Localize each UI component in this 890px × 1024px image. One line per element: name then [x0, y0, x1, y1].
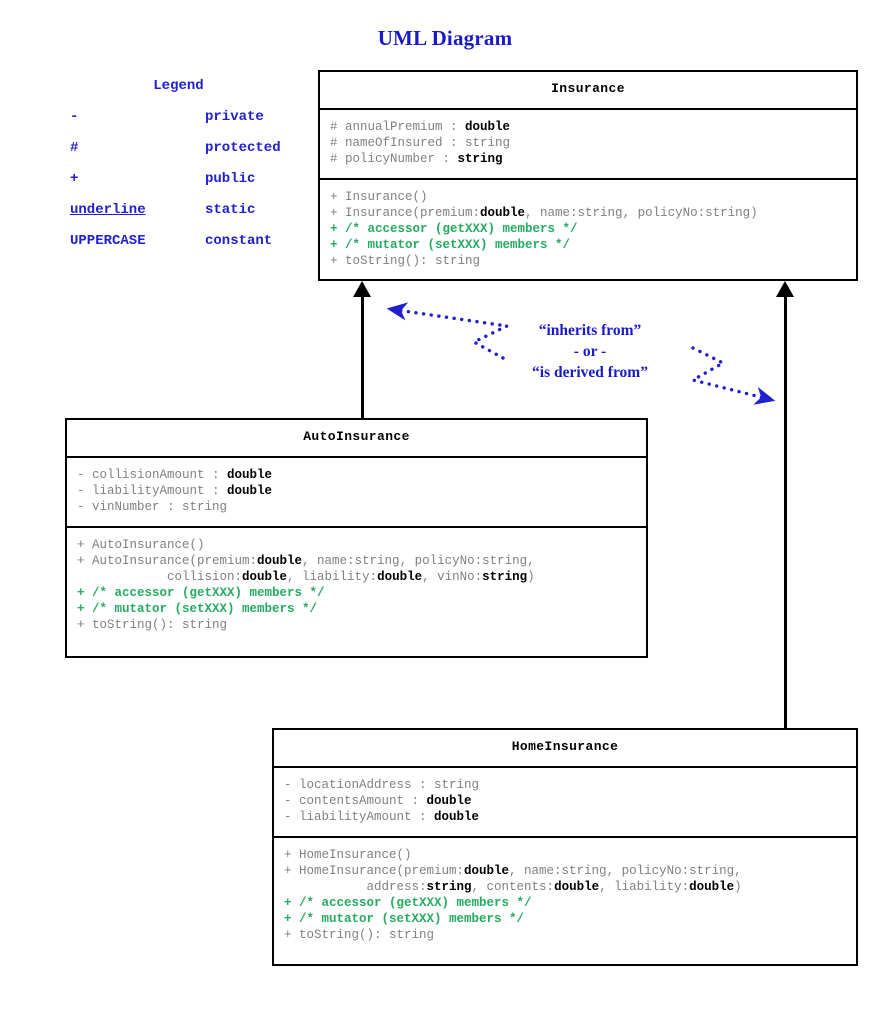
annotation-line-1: “inherits from”	[538, 322, 642, 339]
legend-row-private: - private	[70, 109, 305, 126]
legend-row-public: + public	[70, 171, 305, 188]
uml-class-name-homeinsurance: HomeInsurance	[274, 730, 856, 768]
legend: Legend - private # protected + public un…	[70, 78, 305, 264]
page-title: UML Diagram	[377, 26, 513, 50]
inheritance-line-home	[784, 296, 787, 730]
legend-meaning-static: static	[205, 202, 256, 218]
uml-attribute-row: # nameOfInsured : string	[330, 136, 511, 150]
uml-operation-row: collision:double, liability:double, vinN…	[77, 570, 535, 584]
legend-meaning-constant: constant	[205, 233, 273, 249]
uml-attribute-row: - contentsAmount : double	[284, 794, 472, 808]
annotation-line-3: “is derived from”	[532, 364, 648, 381]
uml-operation-row: + HomeInsurance(premium:double, name:str…	[284, 864, 742, 878]
legend-row-protected: # protected	[70, 140, 305, 157]
legend-title: Legend	[153, 78, 204, 94]
uml-operation-row: + /* accessor (getXXX) members */	[330, 222, 578, 236]
uml-operation-row: + HomeInsurance()	[284, 848, 412, 862]
uml-attribute-row: - liabilityAmount : double	[77, 484, 273, 498]
uml-operations-insurance: + Insurance() + Insurance(premium:double,…	[320, 180, 856, 279]
legend-row-constant: UPPERCASE constant	[70, 233, 305, 250]
uml-attribute-row: - collisionAmount : double	[77, 468, 273, 482]
uml-attributes-insurance: # annualPremium : double # nameOfInsured …	[320, 110, 856, 180]
inheritance-line-auto	[361, 296, 364, 420]
uml-operation-row: + toString(): string	[284, 928, 435, 942]
legend-symbol-constant: UPPERCASE	[70, 233, 146, 249]
uml-operation-row: + AutoInsurance(premium:double, name:str…	[77, 554, 535, 568]
uml-operation-row: + Insurance(premium:double, name:string,…	[330, 206, 758, 220]
inheritance-annotation: “inherits from” - or - “is derived from”	[490, 320, 690, 383]
uml-attribute-row: # policyNumber : string	[330, 152, 503, 166]
legend-symbol-static: underline	[70, 202, 146, 218]
legend-symbol-protected: #	[70, 140, 79, 156]
annotation-line-2: - or -	[573, 343, 607, 360]
uml-operation-row: + Insurance()	[330, 190, 428, 204]
uml-operation-row: + /* accessor (getXXX) members */	[284, 896, 532, 910]
uml-operation-row: + /* mutator (setXXX) members */	[284, 912, 525, 926]
uml-operations-autoinsurance: + AutoInsurance() + AutoInsurance(premium…	[67, 528, 646, 643]
dotted-arrow-right	[688, 346, 776, 405]
legend-meaning-public: public	[205, 171, 256, 187]
uml-class-name-insurance: Insurance	[320, 72, 856, 110]
legend-meaning-private: private	[205, 109, 264, 125]
uml-operation-row: address:string, contents:double, liabili…	[284, 880, 742, 894]
uml-attribute-row: - vinNumber : string	[77, 500, 228, 514]
uml-operation-row: + /* accessor (getXXX) members */	[77, 586, 325, 600]
uml-operation-row: + /* mutator (setXXX) members */	[330, 238, 571, 252]
uml-attributes-autoinsurance: - collisionAmount : double - liabilityAmo…	[67, 458, 646, 528]
uml-class-homeinsurance[interactable]: HomeInsurance - locationAddress : string…	[272, 728, 858, 966]
uml-attributes-homeinsurance: - locationAddress : string - contentsAmou…	[274, 768, 856, 838]
inheritance-arrowhead-auto	[353, 281, 371, 297]
legend-row-static: underline static	[70, 202, 305, 219]
uml-operation-row: + toString(): string	[330, 254, 481, 268]
uml-operation-row: + toString(): string	[77, 618, 228, 632]
uml-attribute-row: - liabilityAmount : double	[284, 810, 480, 824]
uml-operation-row: + /* mutator (setXXX) members */	[77, 602, 318, 616]
legend-meaning-protected: protected	[205, 140, 281, 156]
uml-class-autoinsurance[interactable]: AutoInsurance - collisionAmount : double…	[65, 418, 648, 658]
uml-attribute-row: # annualPremium : double	[330, 120, 511, 134]
inheritance-arrowhead-home	[776, 281, 794, 297]
uml-class-name-autoinsurance: AutoInsurance	[67, 420, 646, 458]
uml-operations-homeinsurance: + HomeInsurance() + HomeInsurance(premium…	[274, 838, 856, 953]
uml-class-insurance[interactable]: Insurance # annualPremium : double # name…	[318, 70, 858, 281]
legend-symbol-public: +	[70, 171, 79, 187]
uml-operation-row: + AutoInsurance()	[77, 538, 205, 552]
legend-symbol-private: -	[70, 109, 79, 125]
uml-attribute-row: - locationAddress : string	[284, 778, 480, 792]
